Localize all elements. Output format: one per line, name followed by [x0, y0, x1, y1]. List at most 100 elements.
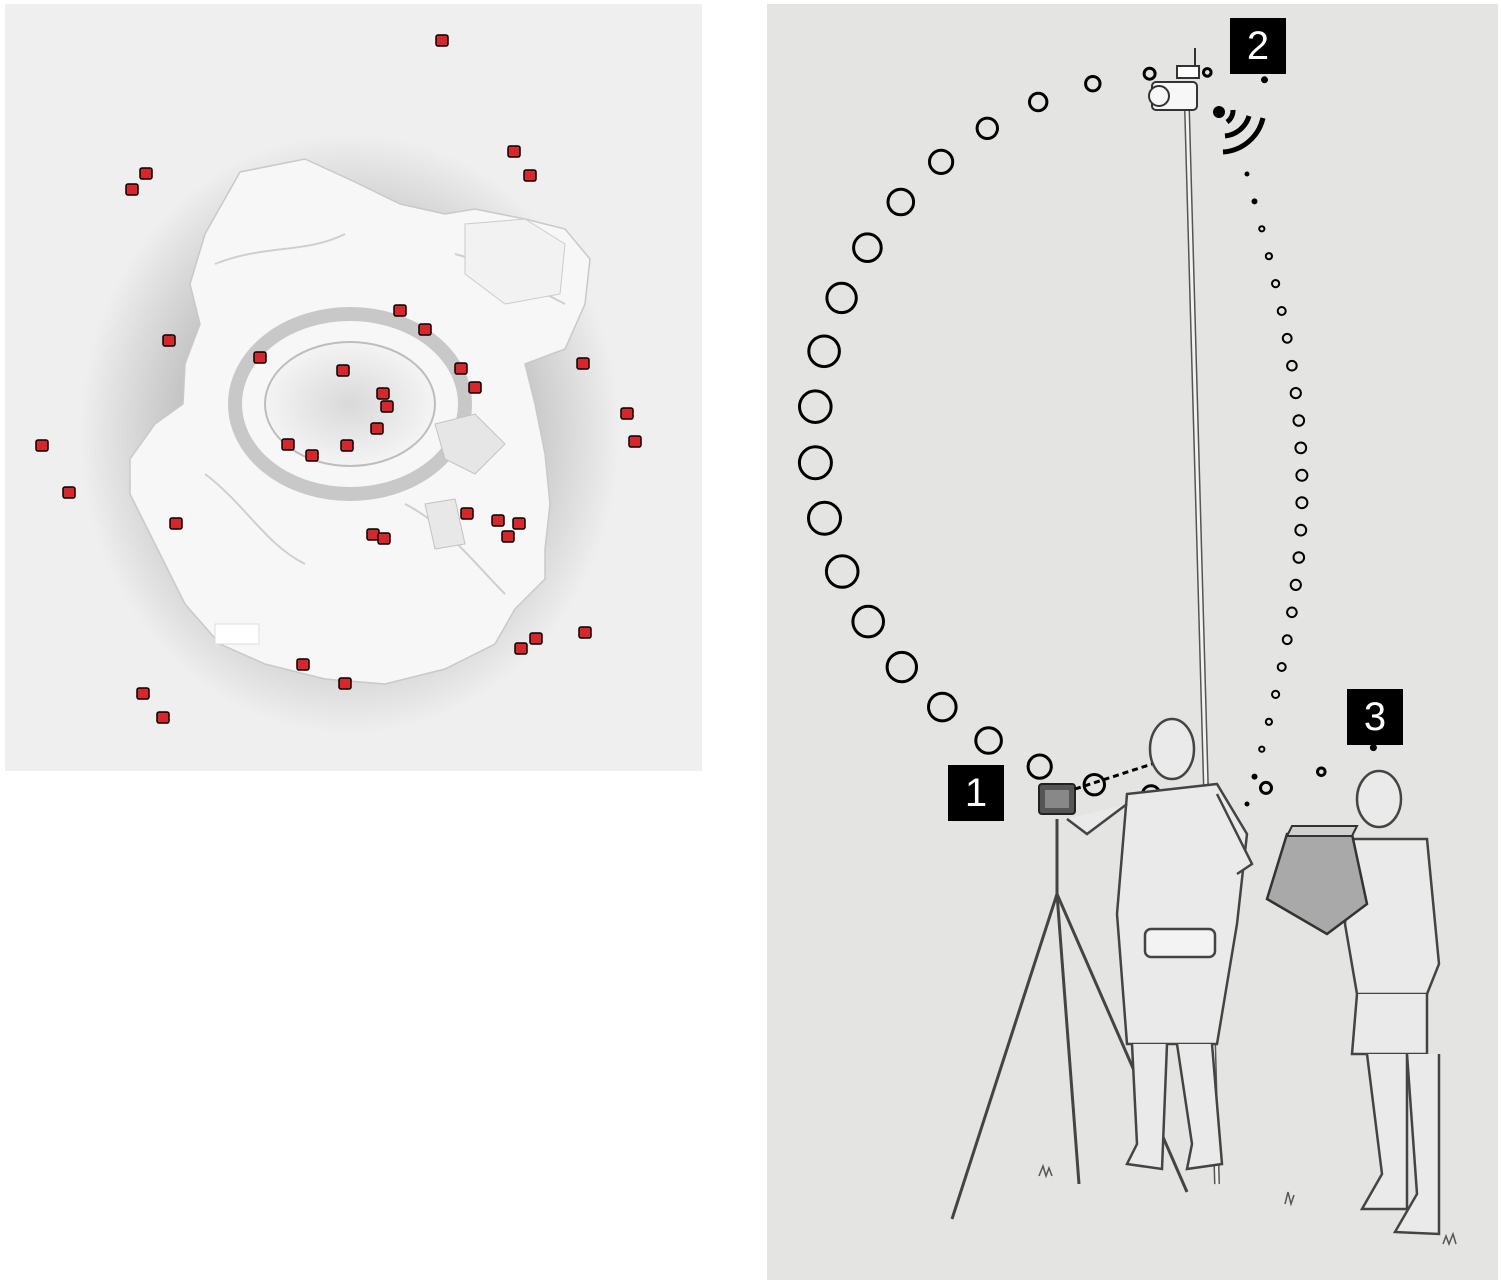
trajectory-point: [824, 554, 860, 589]
camera-position-marker: [435, 34, 449, 47]
camera-position-marker: [35, 439, 49, 452]
capture-setup-panel: 1 2 3: [767, 4, 1498, 1280]
camera-position-marker: [529, 632, 543, 645]
camera-position-marker: [393, 304, 407, 317]
stone-block: [424, 498, 466, 550]
site-model-canvas: [35, 34, 642, 734]
step-label-2: 2: [1230, 18, 1286, 74]
camera-markers: [35, 34, 642, 724]
wifi-path-dot: [1244, 171, 1250, 177]
camera-position-marker: [501, 530, 515, 543]
wifi-path-dot: [1281, 634, 1293, 646]
sight-line: [1074, 762, 1153, 791]
camera-position-marker: [136, 687, 150, 700]
wifi-path-dot: [1289, 578, 1302, 592]
wifi-path-dot: [1264, 252, 1273, 261]
camera-position-marker: [366, 528, 380, 541]
scale-bar: [214, 623, 260, 645]
person-operator: [1066, 717, 1254, 1171]
wifi-path-dot: [1295, 496, 1309, 510]
camera-position-marker: [514, 642, 528, 655]
camera-position-marker: [281, 438, 295, 451]
step-label-1: 1: [948, 765, 1004, 821]
camera-position-marker: [628, 435, 642, 448]
camera-position-marker: [491, 514, 505, 527]
camera-position-marker: [507, 145, 521, 158]
trajectory-point: [1316, 766, 1327, 778]
wifi-path-dot: [1292, 551, 1306, 564]
trajectory-point: [807, 334, 841, 369]
wifi-path-dot: [1271, 689, 1281, 700]
tripod-icon: [950, 819, 1189, 1220]
camera-position-marker: [377, 532, 391, 545]
camera-position-marker: [380, 400, 394, 413]
wifi-path-dot: [1292, 414, 1306, 427]
trajectory-point: [807, 500, 842, 536]
trajectory-point: [1028, 91, 1049, 113]
wifi-path-dot: [1289, 387, 1302, 400]
trajectory-point: [885, 650, 919, 684]
site-model-panel: [5, 4, 702, 771]
camera-position-marker: [340, 439, 354, 452]
surface-texture: [204, 473, 306, 565]
camera-trajectory-arc: [797, 66, 1377, 805]
capture-setup-illustration: [797, 48, 1457, 1247]
wifi-path-dot: [1295, 468, 1309, 482]
trajectory-point: [975, 116, 1000, 141]
camera-position-marker: [370, 422, 384, 435]
rock-outcrop: [464, 218, 566, 305]
trajectory-point: [1202, 67, 1213, 78]
camera-position-marker: [454, 362, 468, 375]
wifi-path-dot: [1264, 717, 1273, 726]
trajectory-point: [886, 187, 916, 217]
camera-position-marker: [418, 323, 432, 336]
camera-position-marker: [336, 364, 350, 377]
wifi-path-dot: [1251, 773, 1258, 780]
camera-position-marker: [305, 449, 319, 462]
trajectory-point: [1369, 744, 1377, 752]
wifi-path-dot: [1271, 279, 1281, 289]
wifi-path-dot: [1276, 662, 1287, 672]
wifi-path-dot: [1258, 225, 1266, 233]
camera-position-marker: [576, 357, 590, 370]
trajectory-point: [928, 148, 955, 175]
camera-position-marker: [376, 387, 390, 400]
wifi-path-dot: [1294, 441, 1308, 455]
camera-position-marker: [139, 167, 153, 180]
trajectory-point: [825, 281, 858, 315]
wifi-path-dot: [1251, 198, 1258, 205]
camera-icon: [1148, 48, 1200, 111]
camera-position-marker: [125, 183, 139, 196]
trajectory-point: [1261, 76, 1268, 84]
wifi-signal-path: [1244, 171, 1309, 807]
camera-position-marker: [620, 407, 634, 420]
wifi-path-dot: [1286, 606, 1298, 619]
trajectory-point: [851, 604, 885, 639]
camera-position-marker: [578, 626, 592, 639]
camera-icon: [1038, 783, 1076, 815]
trajectory-point: [852, 232, 883, 263]
ring-wall: [228, 307, 472, 501]
camera-position-marker: [296, 658, 310, 671]
wifi-path-dot: [1276, 306, 1287, 316]
central-pit: [264, 341, 436, 467]
wifi-path-dot: [1244, 801, 1250, 807]
camera-position-marker: [156, 711, 170, 724]
camera-position-marker: [468, 381, 482, 394]
trajectory-point: [1259, 780, 1273, 795]
trajectory-point: [1026, 753, 1053, 780]
trajectory-point: [797, 445, 833, 481]
wifi-path-dot: [1286, 359, 1298, 372]
camera-position-marker: [338, 677, 352, 690]
grass-tufts: [1038, 1163, 1457, 1247]
trajectory-point: [974, 726, 1003, 755]
trajectory-point: [1084, 75, 1102, 93]
trajectory-point: [1082, 773, 1106, 797]
wifi-path-dot: [1281, 332, 1293, 344]
person-viewer: [1343, 769, 1441, 1236]
stone-block: [434, 413, 506, 475]
wifi-path-dot: [1294, 523, 1308, 537]
camera-position-marker: [169, 517, 183, 530]
camera-position-marker: [62, 486, 76, 499]
wifi-icon: [1213, 106, 1266, 155]
